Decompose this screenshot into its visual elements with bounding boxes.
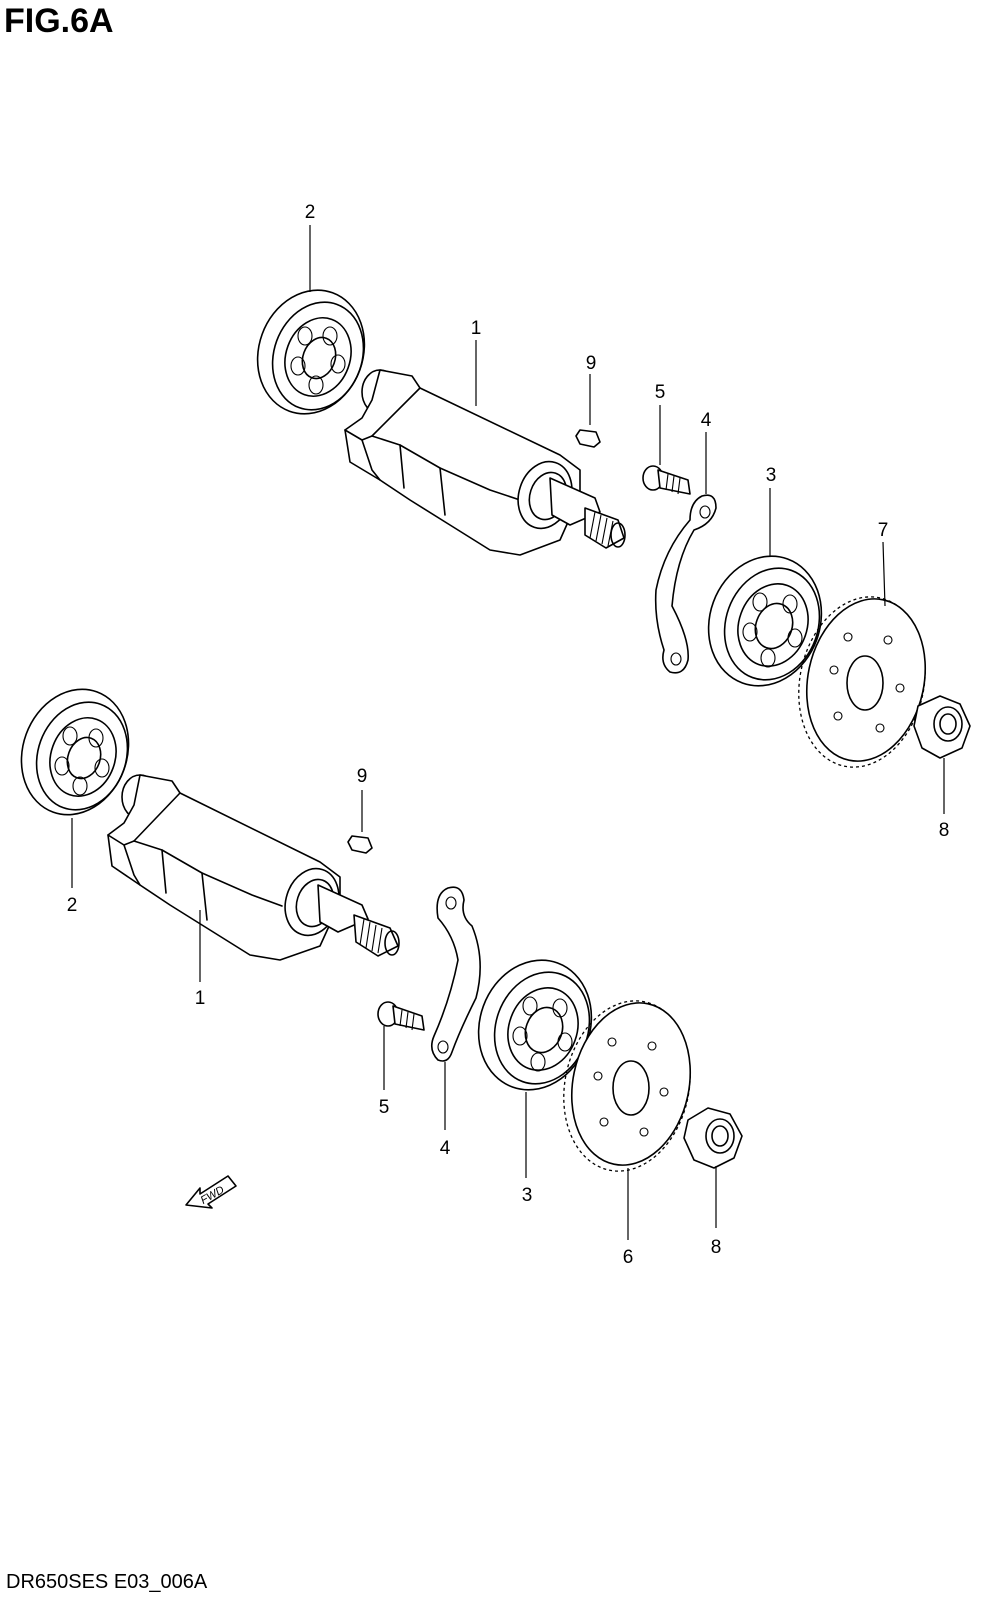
callout-upper-4: 4 bbox=[701, 410, 712, 431]
lower-assembly: FWD 9 2 1 5 4 3 6 8 bbox=[20, 688, 743, 1268]
callout-upper-9: 9 bbox=[586, 353, 597, 374]
lower-plate-4 bbox=[430, 886, 481, 1062]
callout-lower-6: 6 bbox=[623, 1247, 634, 1268]
callout-upper-1: 1 bbox=[471, 318, 482, 339]
lower-gear-6 bbox=[563, 1000, 692, 1172]
callout-lower-8: 8 bbox=[711, 1237, 722, 1258]
callout-lower-1: 1 bbox=[195, 988, 206, 1009]
callout-lower-5: 5 bbox=[379, 1097, 390, 1118]
figure-title: FIG.6A bbox=[4, 2, 114, 40]
callout-lower-4: 4 bbox=[440, 1138, 451, 1159]
diagram-code: DR650SES E03_006A bbox=[6, 1571, 208, 1593]
callout-upper-8: 8 bbox=[939, 820, 950, 841]
upper-bearing-2 bbox=[256, 289, 366, 415]
fwd-label: FWD bbox=[199, 1184, 227, 1207]
upper-nut-8 bbox=[913, 695, 971, 759]
callout-lower-9: 9 bbox=[357, 766, 368, 787]
fwd-arrow-icon bbox=[185, 1175, 237, 1209]
lower-key-9 bbox=[347, 835, 373, 854]
lower-bolt-5 bbox=[377, 1001, 425, 1031]
upper-plate-4 bbox=[654, 494, 717, 674]
upper-assembly: 2 1 9 5 4 3 7 8 bbox=[256, 202, 971, 841]
upper-balancer-shaft-1 bbox=[344, 369, 626, 556]
upper-bolt-5 bbox=[642, 465, 691, 495]
lower-balancer-shaft-1 bbox=[107, 774, 400, 961]
callout-upper-2: 2 bbox=[305, 202, 316, 223]
lower-bearing-2 bbox=[20, 688, 130, 816]
callout-lower-3: 3 bbox=[522, 1185, 533, 1206]
upper-bearing-3 bbox=[707, 555, 823, 687]
lower-nut-8 bbox=[683, 1107, 743, 1169]
upper-gear-7 bbox=[798, 596, 927, 768]
callout-upper-7: 7 bbox=[878, 520, 889, 541]
callout-upper-3: 3 bbox=[766, 465, 777, 486]
leader-upper-7 bbox=[882, 541, 886, 607]
callout-upper-5: 5 bbox=[655, 382, 666, 403]
upper-key-9 bbox=[575, 429, 601, 448]
callout-lower-2: 2 bbox=[67, 895, 78, 916]
fwd-arrow: FWD bbox=[185, 1175, 237, 1209]
